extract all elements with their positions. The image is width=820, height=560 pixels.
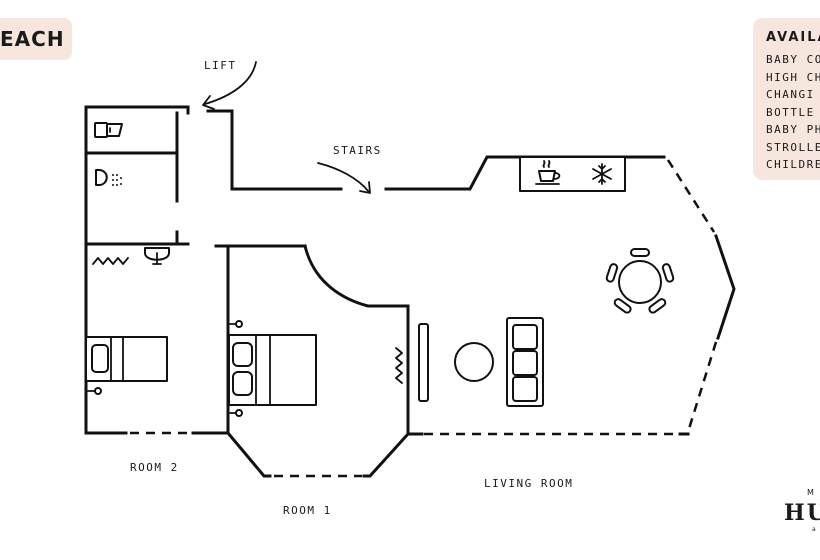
lamp-icon <box>87 387 102 395</box>
lamp-icon <box>229 409 243 417</box>
lift-arrow-icon <box>202 61 257 110</box>
stairs-arrow-icon <box>317 162 371 194</box>
availability-panel: AVAILA BABY CO HIGH CH CHANGI BOTTLE BAB… <box>753 18 820 180</box>
brand-logo: M HU a <box>780 488 820 536</box>
kitchen-counter <box>519 156 626 192</box>
sink-icon <box>144 247 170 265</box>
logo-top-text: M <box>807 488 815 497</box>
availability-item: BABY PH <box>766 123 820 136</box>
living-room-label: LIVING ROOM <box>484 477 573 490</box>
snowflake-icon <box>592 163 612 185</box>
room1-label: ROOM 1 <box>283 504 332 517</box>
title-text: EACH <box>0 27 65 51</box>
dashed-openings <box>130 159 718 478</box>
bed-icon <box>85 336 168 382</box>
shower-icon <box>95 169 122 186</box>
logo-main-text: HU <box>784 500 820 526</box>
availability-item: BABY CO <box>766 53 820 66</box>
radiator-icon <box>92 257 129 265</box>
tv-unit-icon <box>418 323 429 402</box>
coffee-cup-icon <box>535 160 561 185</box>
bed-icon <box>228 334 317 406</box>
availability-item: STROLLE <box>766 140 820 154</box>
toilet-icon <box>94 122 123 138</box>
availability-item: CHANGI <box>766 88 815 101</box>
title-badge: EACH <box>0 18 72 60</box>
dining-table-icon <box>605 248 675 314</box>
availability-item: HIGH CH <box>766 70 820 84</box>
lift-label: LIFT <box>204 59 237 72</box>
logo-bottom-text: a <box>812 526 816 533</box>
radiator-icon <box>395 347 403 384</box>
availability-title: AVAILA <box>766 30 820 45</box>
stairs-label: STAIRS <box>333 144 382 157</box>
availability-item: CHILDRE <box>766 158 820 171</box>
room2-label: ROOM 2 <box>130 461 179 474</box>
round-table-icon <box>454 342 494 382</box>
availability-item: BOTTLE <box>766 105 815 119</box>
sofa-icon <box>506 317 544 407</box>
lamp-icon <box>229 320 243 328</box>
